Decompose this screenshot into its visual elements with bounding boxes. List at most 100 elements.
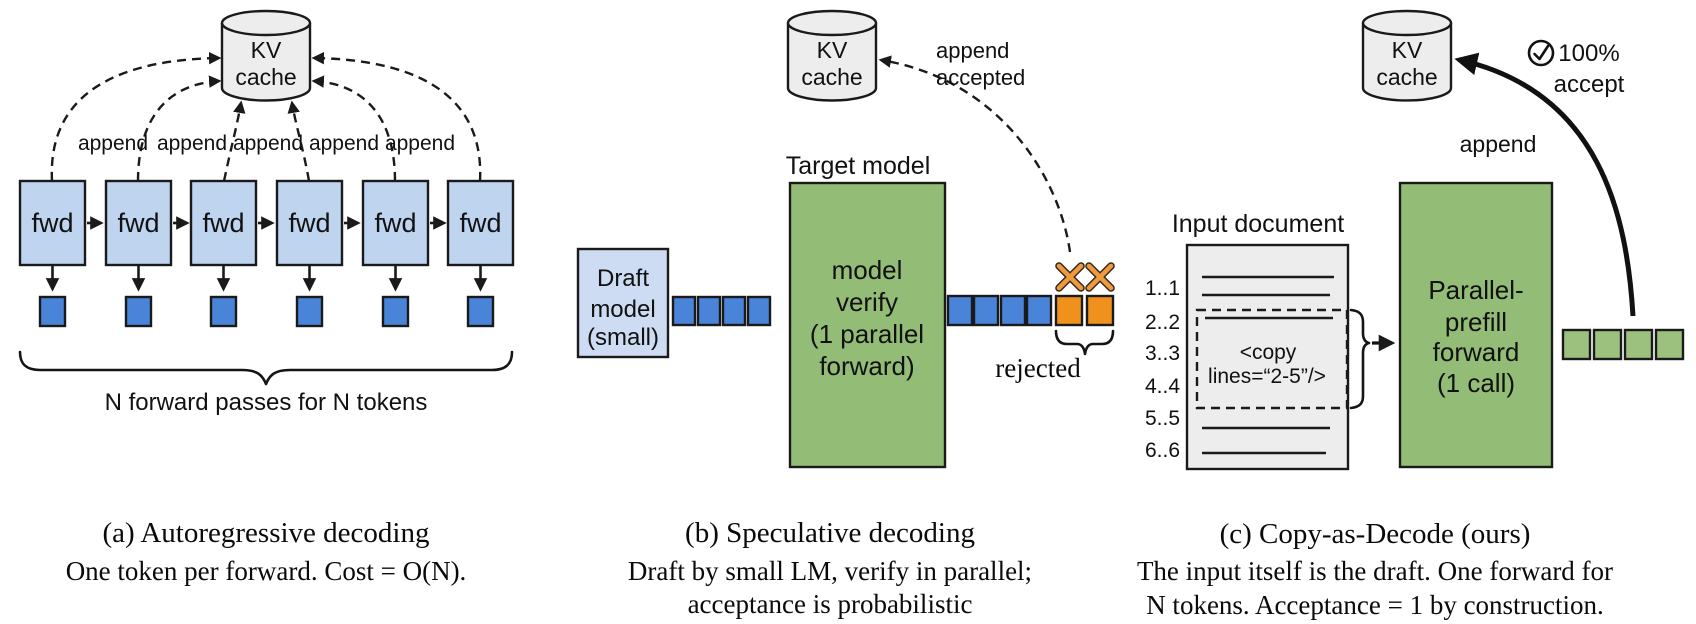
fwd-label: fwd xyxy=(117,208,159,238)
append-label: append xyxy=(309,132,379,155)
append-label: append xyxy=(1460,131,1537,157)
fwd-box: fwd xyxy=(189,179,258,267)
input-document-box: <copy lines=“2-5”/> xyxy=(1185,243,1350,471)
append-accepted-label: accepted xyxy=(936,65,1025,90)
line-number: 6..6 xyxy=(1145,439,1180,462)
cylinder-body xyxy=(220,23,312,102)
cylinder-top xyxy=(220,9,312,37)
fwd-label: fwd xyxy=(459,208,501,238)
token xyxy=(38,295,67,328)
kv-cache-label: cache xyxy=(235,64,296,90)
panel-c-copy-as-decode: KV cache 100% accept append Input docume… xyxy=(1137,9,1685,620)
token xyxy=(721,295,747,327)
line-number: 3..3 xyxy=(1145,342,1180,365)
token xyxy=(295,295,324,328)
panel-b-speculative: KV cache append accepted Target model mo… xyxy=(576,9,1115,619)
accept-label: accept xyxy=(1554,71,1625,98)
draft-model-box: Draft model (small) xyxy=(576,247,670,359)
fwd-box: fwd xyxy=(104,179,173,267)
line-number: 4..4 xyxy=(1145,375,1180,398)
line-number: 5..5 xyxy=(1145,407,1180,430)
fwd-label: fwd xyxy=(31,208,73,238)
verify-label: forward) xyxy=(819,351,914,381)
token-accepted xyxy=(1592,328,1623,361)
kv-cache-cylinder: KV cache xyxy=(1361,9,1453,102)
line-number: 2..2 xyxy=(1145,311,1180,334)
token xyxy=(381,295,410,328)
fwd-box: fwd xyxy=(361,179,430,267)
draft-label: Draft xyxy=(597,265,649,292)
token xyxy=(999,294,1027,327)
prefill-label: Parallel- xyxy=(1428,275,1523,305)
prefill-box: Parallel- prefill forward (1 call) xyxy=(1398,181,1554,469)
target-model-label: Target model xyxy=(786,152,931,180)
caption-b-sub: Draft by small LM, verify in parallel; xyxy=(628,556,1032,586)
token-accepted xyxy=(1623,328,1654,361)
append-arrow xyxy=(222,100,246,182)
cylinder-body xyxy=(786,23,878,102)
caption-b-sub: acceptance is probabilistic xyxy=(688,589,973,619)
target-model-box: model verify (1 parallel forward) xyxy=(788,181,947,469)
copy-tag-label: lines=“2-5”/> xyxy=(1208,365,1326,388)
token xyxy=(209,295,238,328)
verify-label: verify xyxy=(836,287,898,317)
kv-cache-cylinder: KV cache xyxy=(220,9,312,102)
fwd-label: fwd xyxy=(374,208,416,238)
append-accepted-arrow xyxy=(878,55,1072,253)
append-label: append xyxy=(157,132,227,155)
line-number: 1..1 xyxy=(1145,277,1180,300)
append-label: append xyxy=(385,132,455,155)
kv-cache-label: cache xyxy=(801,64,862,90)
caption-c-sub: N tokens. Acceptance = 1 by construction… xyxy=(1146,590,1604,620)
token xyxy=(946,294,974,327)
append-arrow xyxy=(136,75,222,182)
brace-caption: N forward passes for N tokens xyxy=(105,389,428,416)
input-document-label: Input document xyxy=(1172,210,1344,238)
token xyxy=(746,295,772,327)
underbrace xyxy=(18,350,514,386)
append-arrow xyxy=(311,51,482,182)
append-accepted-label: append xyxy=(936,38,1009,63)
caption-c-sub: The input itself is the draft. One forwa… xyxy=(1137,556,1613,586)
prefill-label: forward xyxy=(1433,337,1520,367)
append-arrow xyxy=(50,51,222,182)
draft-label: (small) xyxy=(587,324,659,351)
token-accepted xyxy=(1654,328,1685,361)
copy-tag-label: <copy xyxy=(1240,341,1297,364)
cylinder-body xyxy=(1361,23,1453,102)
kv-cache-label: KV xyxy=(817,37,848,63)
append-arrow xyxy=(287,100,311,182)
copy-brace xyxy=(1349,308,1371,410)
token-rejected xyxy=(1054,294,1084,327)
token-rejected xyxy=(1085,294,1115,327)
fwd-box: fwd xyxy=(18,179,87,267)
accept-label: 100% xyxy=(1558,40,1619,67)
kv-cache-label: KV xyxy=(251,37,282,63)
panel-a-autoregressive: KV cache append append append append app… xyxy=(18,9,515,586)
accept-check-icon xyxy=(1527,39,1555,67)
kv-cache-cylinder: KV cache xyxy=(786,9,878,102)
verify-label: model xyxy=(832,255,903,285)
copy-span-outline xyxy=(1195,308,1349,410)
caption-a-title: (a) Autoregressive decoding xyxy=(103,517,430,549)
kv-cache-label: KV xyxy=(1392,37,1423,63)
draft-label: model xyxy=(590,296,655,323)
underbrace xyxy=(1054,329,1115,356)
prefill-label: prefill xyxy=(1445,307,1507,337)
caption-a-sub: One token per forward. Cost = O(N). xyxy=(66,556,467,586)
token xyxy=(124,295,153,328)
append-arrow xyxy=(311,75,397,182)
append-arrow-solid xyxy=(1454,52,1636,317)
token-accepted xyxy=(1561,328,1592,361)
rejected-label: rejected xyxy=(995,353,1081,383)
cylinder-top xyxy=(786,9,878,37)
caption-c-title: (c) Copy-as-Decode (ours) xyxy=(1220,518,1531,550)
fwd-label: fwd xyxy=(288,208,330,238)
fwd-box: fwd xyxy=(446,179,515,267)
verify-label: (1 parallel xyxy=(810,319,924,349)
fwd-label: fwd xyxy=(202,208,244,238)
token xyxy=(1025,294,1053,327)
reject-x-icon xyxy=(1055,262,1085,292)
prefill-label: (1 call) xyxy=(1437,368,1515,398)
